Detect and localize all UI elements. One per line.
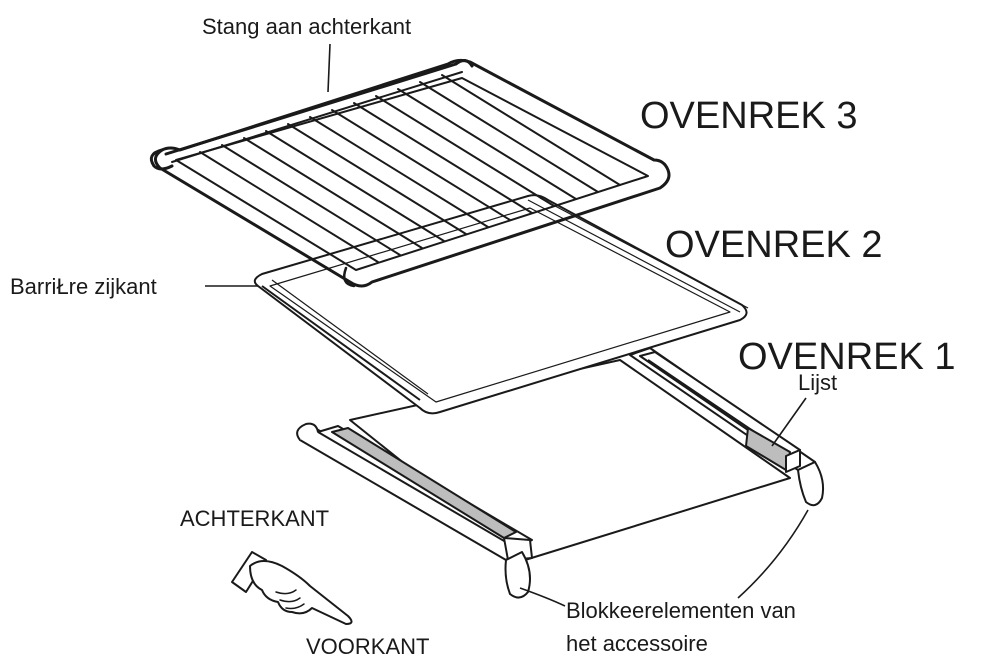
label-oven-rack-3: OVENREK 3 — [640, 95, 858, 137]
leader-blocking-left — [519, 587, 566, 607]
rear-bar — [164, 62, 458, 156]
label-rear-bar: Stang aan achterkant — [202, 14, 412, 39]
leader-ledge — [771, 397, 807, 447]
oven-rack-3 — [149, 58, 671, 288]
leader-lines — [205, 43, 809, 607]
label-blocking-line1: Blokkeerelementen van — [566, 598, 796, 623]
ledge-rail-left — [331, 427, 517, 539]
label-front: VOORKANT — [306, 634, 430, 659]
side-barrier-rail — [261, 285, 421, 401]
oven-rack-2 — [253, 194, 749, 415]
blocking-element-right — [797, 461, 825, 507]
right-side-runner — [629, 347, 825, 507]
label-oven-rack-1: OVENREK 1 — [738, 336, 956, 378]
label-ledge: Lijst — [798, 370, 838, 395]
blocking-element-left — [504, 551, 531, 599]
label-oven-rack-2: OVENREK 2 — [665, 224, 883, 266]
oven-rack-1 — [296, 347, 825, 599]
leader-rear-bar — [327, 43, 331, 93]
rack-3-wires — [199, 74, 621, 263]
label-blocking-line2: het accessoire — [566, 631, 708, 656]
leader-blocking-right — [737, 509, 809, 599]
left-side-runner — [296, 422, 533, 599]
pointing-hand-icon — [231, 551, 353, 625]
label-back: ACHTERKANT — [180, 506, 330, 531]
label-side-barrier: BarriŁre zijkant — [10, 274, 157, 299]
